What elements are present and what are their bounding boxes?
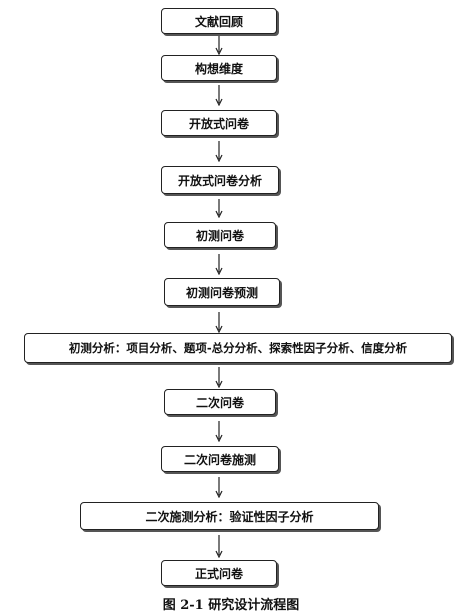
- step-open-questionnaire: 开放式问卷: [161, 110, 277, 136]
- flow-arrow: [214, 420, 224, 442]
- step-conceptual-dimensions: 构想维度: [161, 55, 277, 81]
- step-final-questionnaire: 正式问卷: [161, 560, 277, 586]
- flow-arrow: [214, 311, 224, 333]
- step-open-questionnaire-analysis: 开放式问卷分析: [161, 166, 279, 194]
- flow-arrow: [214, 253, 224, 275]
- step-pilot-analysis: 初测分析：项目分析、题项-总分分析、探索性因子分析、信度分析: [24, 333, 452, 363]
- flow-arrow: [214, 534, 224, 558]
- step-second-questionnaire: 二次问卷: [164, 389, 276, 415]
- flow-arrow: [214, 476, 224, 498]
- step-second-administration: 二次问卷施测: [161, 446, 279, 472]
- flow-arrow: [214, 366, 224, 388]
- step-literature-review: 文献回顾: [161, 8, 277, 34]
- flow-arrow: [214, 140, 224, 162]
- step-second-analysis: 二次施测分析：验证性因子分析: [80, 502, 379, 530]
- flow-arrow: [214, 198, 224, 220]
- step-pilot-pretest: 初测问卷预测: [164, 278, 280, 306]
- step-pilot-questionnaire: 初测问卷: [164, 222, 276, 248]
- flow-arrow: [214, 84, 224, 106]
- figure-caption: 图 2-1 研究设计流程图: [162, 598, 300, 613]
- flow-arrow: [214, 35, 224, 57]
